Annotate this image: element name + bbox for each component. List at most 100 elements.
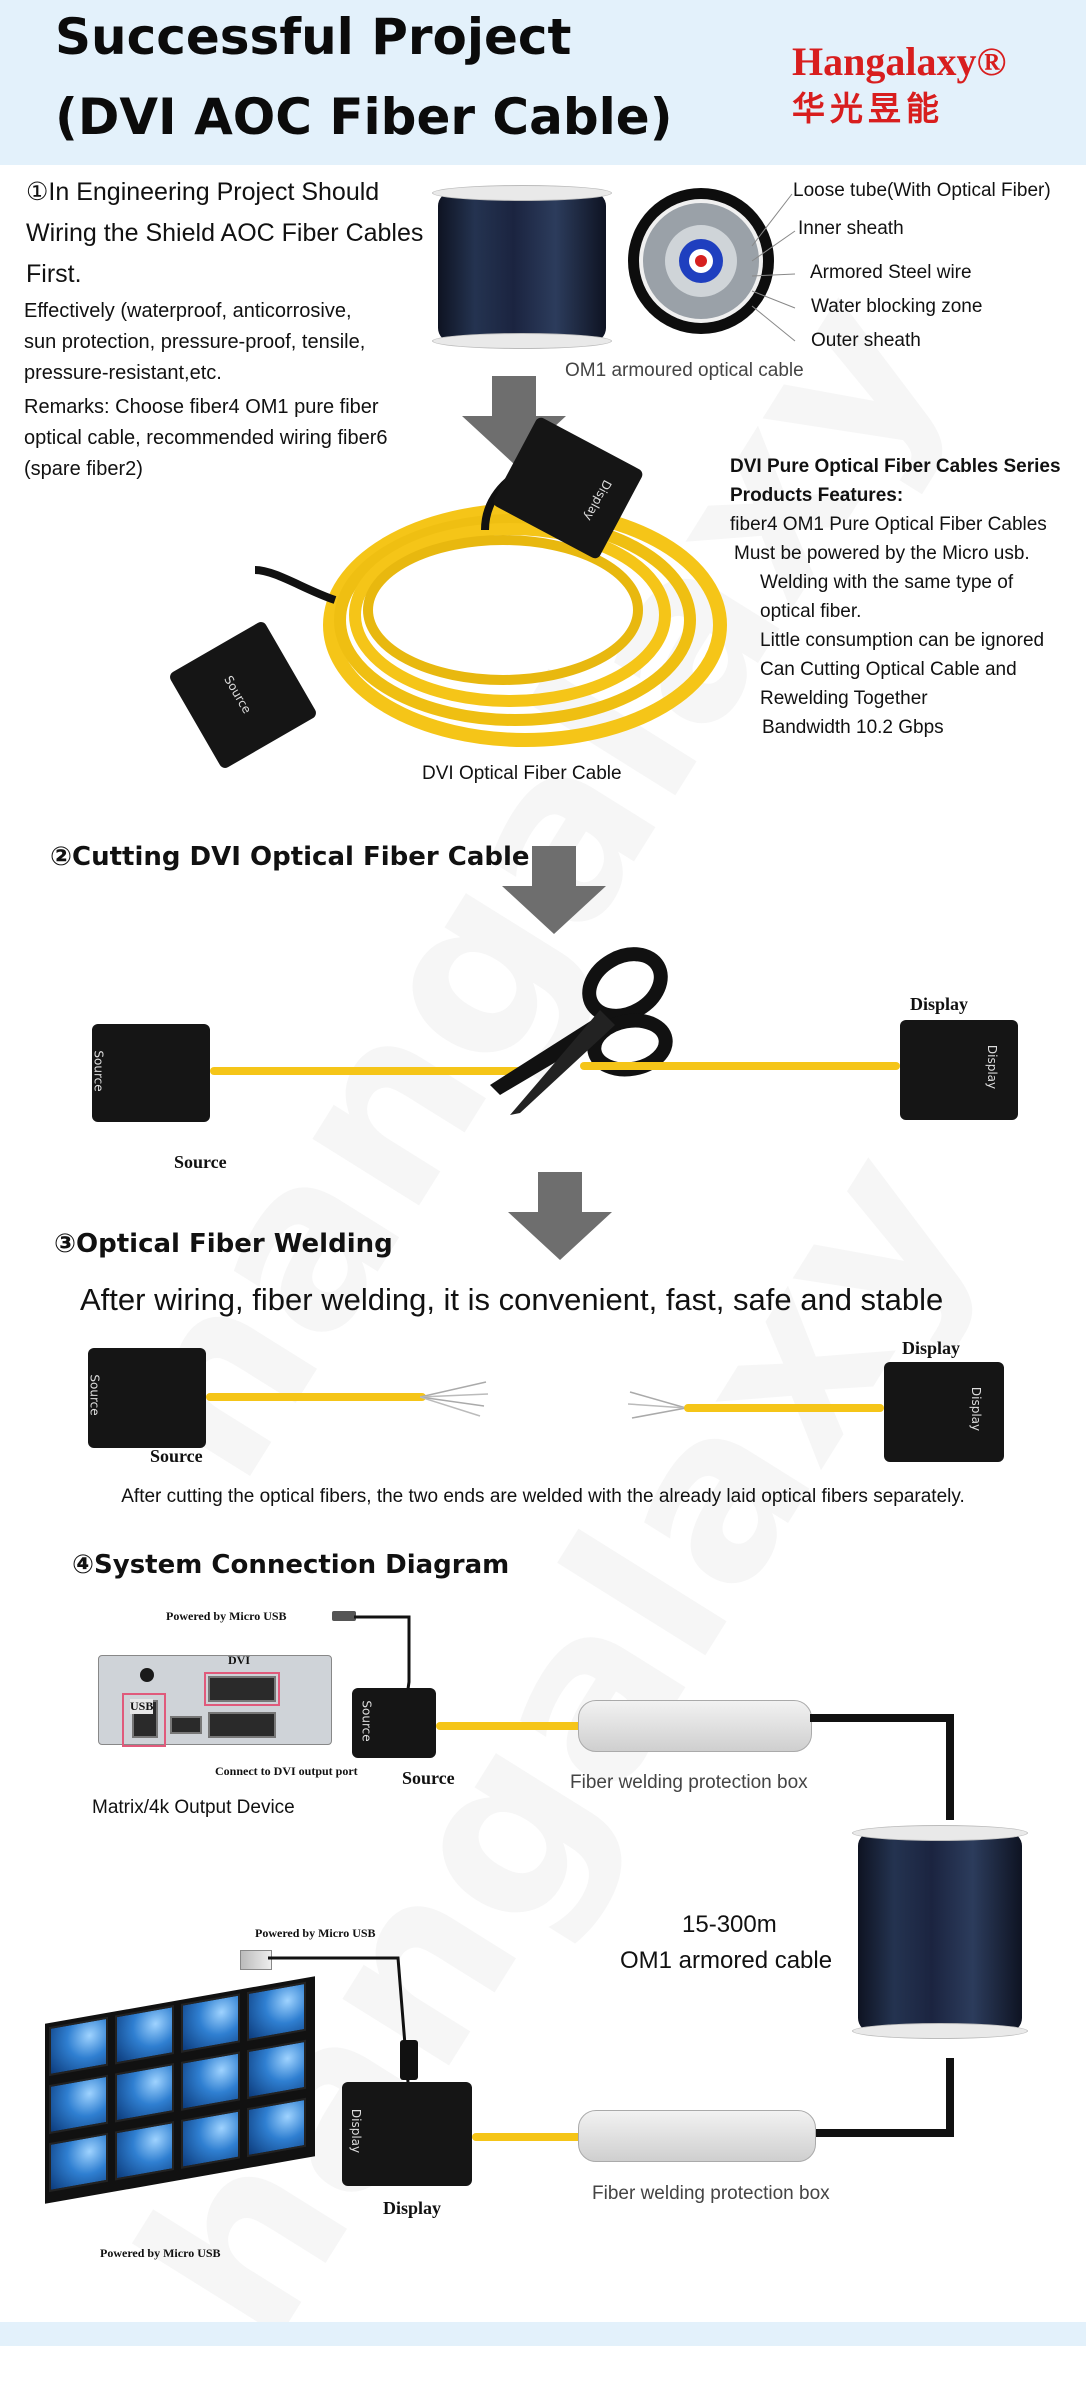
scissors-icon — [490, 947, 673, 1115]
connector-label-source: Source — [359, 1700, 374, 1742]
feature-line: Welding with the same type of — [760, 572, 1014, 593]
spool-caption: OM1 armoured optical cable — [565, 360, 804, 381]
weld-label-display: Display — [902, 1338, 961, 1358]
intro-block: ①In Engineering Project Should Wiring th… — [26, 172, 423, 295]
feature-line: optical fiber. — [760, 601, 862, 622]
fiber-cable-weld-left — [206, 1393, 426, 1401]
features-block: DVI Pure Optical Fiber Cables Series Pro… — [730, 452, 1061, 742]
display-connector-weld: Display — [884, 1362, 1004, 1462]
fiber-cable-weld-right — [684, 1404, 884, 1412]
micro-usb-plug-icon-mid — [400, 2040, 418, 2080]
cut-label-display: Display — [910, 994, 969, 1014]
features-title: DVI Pure Optical Fiber Cables Series — [730, 456, 1061, 477]
section2-title: ②Cutting DVI Optical Fiber Cable — [50, 842, 530, 872]
powered-label-mid: Powered by Micro USB — [255, 1926, 376, 1940]
cross-section-leaders — [751, 193, 796, 342]
usb-highlight — [122, 1693, 166, 1747]
effect-line: sun protection, pressure-proof, tensile, — [24, 331, 366, 353]
dvi-port-top — [208, 1676, 276, 1702]
feature-line: Rewelding Together — [760, 688, 928, 709]
intro-line: Wiring the Shield AOC Fiber Cables — [26, 219, 424, 247]
connector-label-display: Display — [969, 1386, 984, 1432]
box-label-top: Fiber welding protection box — [570, 1772, 808, 1793]
om1-armored-cable-spool — [852, 1825, 1028, 2039]
connector-label-display: Display — [581, 477, 615, 524]
board-screw-icon — [140, 1668, 154, 1682]
page-title-line2: (DVI AOC Fiber Cable) — [55, 88, 673, 146]
page-title-line1: Successful Project — [55, 8, 572, 66]
header-band — [0, 0, 1086, 165]
feature-line: Can Cutting Optical Cable and — [760, 659, 1017, 680]
feature-line: fiber4 OM1 Pure Optical Fiber Cables — [730, 514, 1047, 535]
usb-label: USB — [130, 1699, 154, 1714]
brand-logo-en: Hangalaxy® — [792, 39, 1007, 84]
system-source-label: Source — [402, 1768, 455, 1788]
fiber-cable-system-bottom — [472, 2133, 592, 2141]
display-connector-cut: Display — [900, 1020, 1018, 1120]
down-arrow-icon — [462, 376, 566, 464]
effect-line: pressure-resistant,etc. — [24, 362, 222, 384]
remark-line: optical cable, recommended wiring fiber6 — [24, 427, 388, 449]
connector-label-source: Source — [87, 1374, 102, 1416]
source-connector-system: Source — [352, 1688, 436, 1758]
connector-label-source: Source — [91, 1050, 106, 1092]
cable-length-label: 15-300m — [682, 1911, 777, 1938]
display-connector-system: Display — [342, 2082, 472, 2186]
cross-label-inner-sheath: Inner sheath — [798, 218, 904, 239]
fiber-cable-system-top — [436, 1722, 586, 1730]
dvi-port-bottom — [208, 1712, 276, 1738]
remark-line: Remarks: Choose fiber4 OM1 pure fiber — [24, 396, 379, 418]
intro-line: ①In Engineering Project Should — [26, 178, 380, 206]
source-connector-weld: Source — [88, 1348, 206, 1448]
cut-label-source: Source — [174, 1152, 227, 1172]
welding-headline: After wiring, fiber welding, it is conve… — [80, 1282, 944, 1317]
welding-protection-box-top — [578, 1700, 812, 1752]
remark-line: (spare fiber2) — [24, 458, 143, 480]
powered-label-top: Powered by Micro USB — [166, 1609, 287, 1623]
section4-title: ④System Connection Diagram — [72, 1550, 510, 1580]
hdmi-port — [170, 1716, 202, 1734]
armored-cable-bottom-run — [810, 2058, 954, 2137]
welding-caption: After cutting the optical fibers, the tw… — [121, 1486, 965, 1507]
cross-label-water-blocking: Water blocking zone — [811, 296, 983, 317]
down-arrow-icon — [502, 846, 606, 934]
cross-label-armored-steel: Armored Steel wire — [810, 262, 972, 283]
down-arrow-icon — [508, 1172, 612, 1260]
connector-label-source: Source — [221, 673, 255, 716]
dvi-label: DVI — [228, 1653, 251, 1667]
welding-protection-box-bottom — [578, 2110, 816, 2162]
connector-label-display: Display — [349, 2108, 364, 2154]
connect-note: Connect to DVI output port — [215, 1764, 358, 1778]
cable-type-label: OM1 armored cable — [620, 1947, 833, 1974]
effect-block: Effectively (waterproof, anticorrosive, … — [24, 296, 365, 389]
armoured-cable-spool — [432, 185, 612, 349]
feature-line: Little consumption can be ignored — [760, 630, 1045, 651]
fiber-cable-left — [210, 1067, 530, 1075]
feature-line: Must be powered by the Micro usb. — [734, 543, 1030, 564]
micro-usb-plug-icon — [332, 1611, 356, 1621]
fiber-cable-right — [580, 1062, 900, 1070]
usb-a-plug-icon — [240, 1950, 272, 1970]
bare-fibers-right — [628, 1391, 687, 1419]
box-label-bottom: Fiber welding protection box — [592, 2183, 830, 2204]
device-label: Matrix/4k Output Device — [92, 1797, 295, 1818]
cross-label-outer-sheath: Outer sheath — [811, 330, 921, 351]
brand-logo-cn: 华光昱能 — [792, 89, 944, 128]
connector-label-display: Display — [985, 1044, 1000, 1090]
effect-line: Effectively (waterproof, anticorrosive, — [24, 300, 352, 322]
cross-label-loose-tube: Loose tube(With Optical Fiber) — [793, 180, 1051, 201]
powered-label-bottom: Powered by Micro USB — [100, 2246, 221, 2260]
features-subtitle: Products Features: — [730, 485, 904, 506]
cable-cross-section — [628, 188, 774, 334]
armored-cable-top-run — [810, 1714, 954, 1820]
source-connector-cut: Source — [92, 1024, 210, 1122]
coil-caption: DVI Optical Fiber Cable — [422, 763, 622, 784]
feature-line: Bandwidth 10.2 Gbps — [762, 717, 944, 738]
bare-fibers-left — [420, 1381, 489, 1417]
section3-title: ③Optical Fiber Welding — [54, 1229, 393, 1259]
system-display-label: Display — [383, 2198, 442, 2218]
intro-line: First. — [26, 260, 82, 288]
dvi-highlight — [204, 1672, 280, 1706]
footer-band — [0, 2322, 1086, 2346]
remark-block: Remarks: Choose fiber4 OM1 pure fiber op… — [24, 392, 388, 485]
